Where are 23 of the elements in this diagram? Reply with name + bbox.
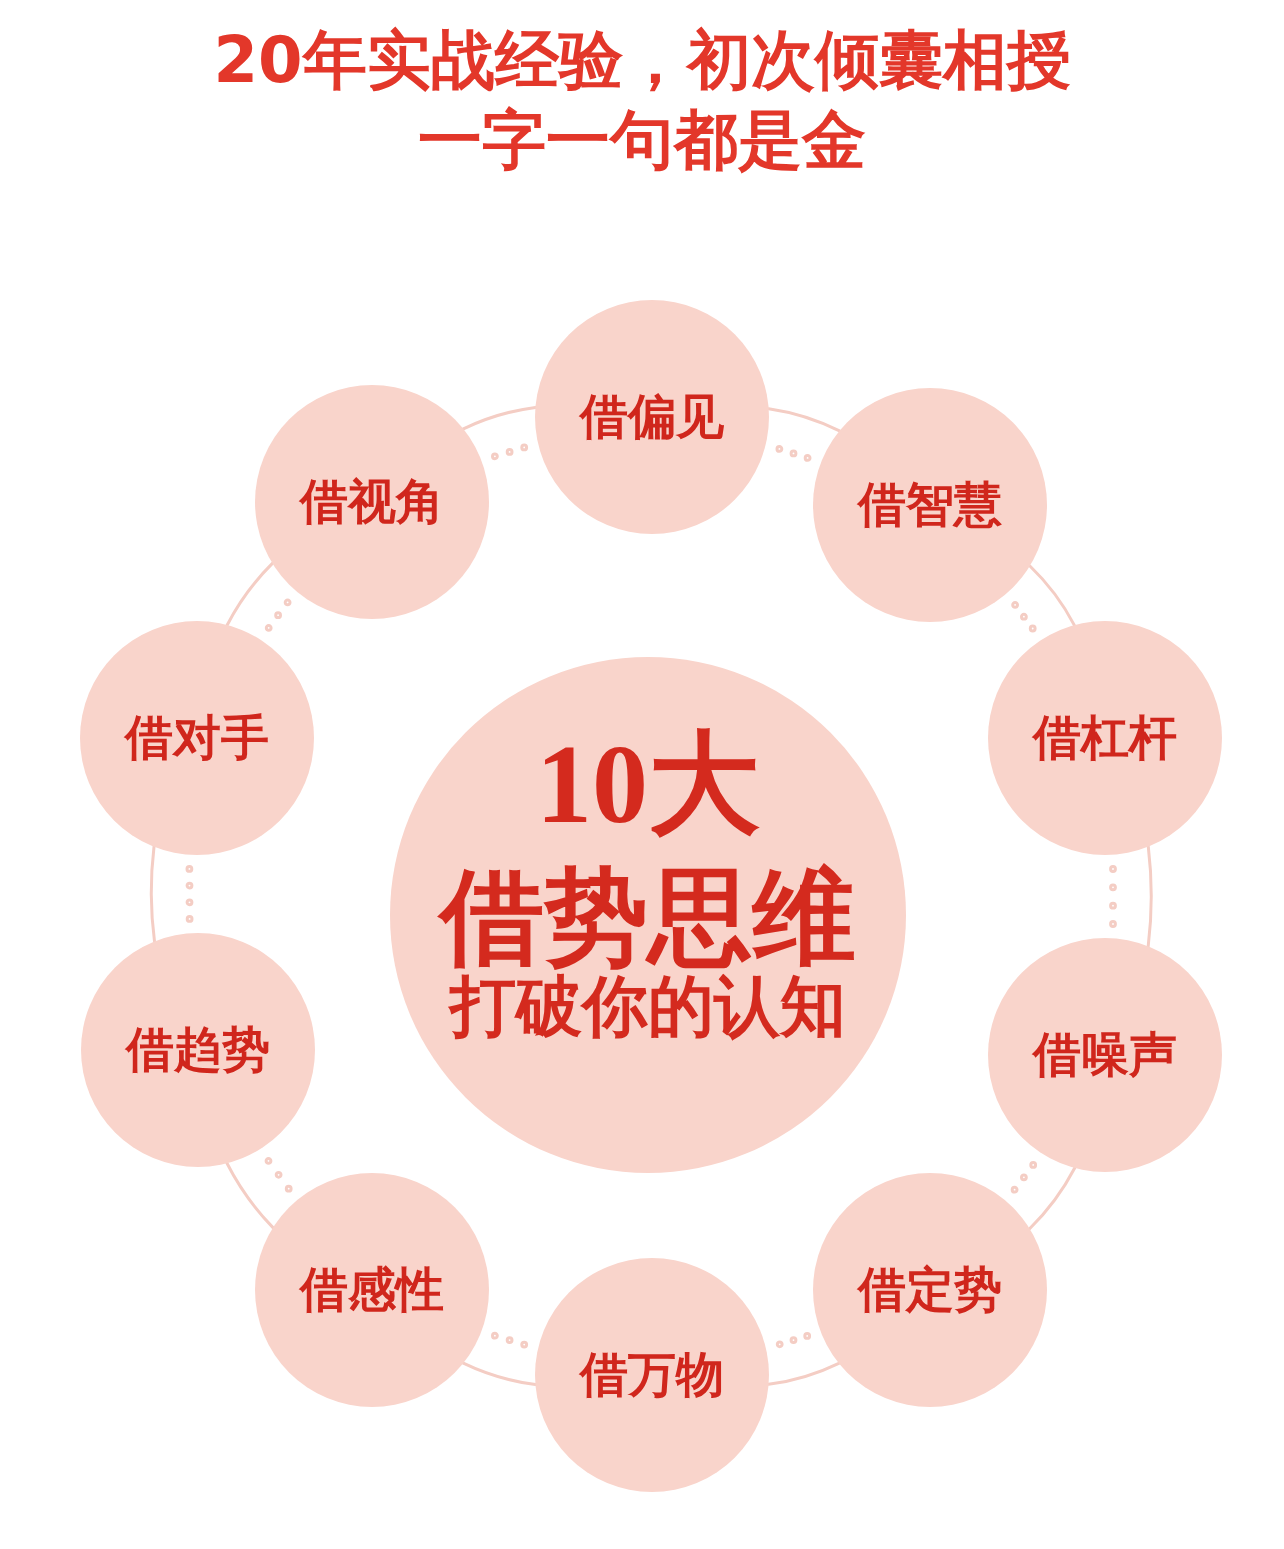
connector-line — [767, 1332, 841, 1386]
connector-line — [461, 1331, 537, 1387]
node-text: 借视角 — [300, 474, 444, 530]
heading-number: 10大 — [536, 728, 760, 840]
subheading-text: 打破你的认知 — [450, 974, 846, 1040]
node-text: 借感性 — [300, 1262, 444, 1318]
connector-line — [1010, 1161, 1077, 1231]
node-text: 借偏见 — [580, 389, 724, 445]
node-text: 借趋势 — [126, 1022, 270, 1078]
node-text: 借噪声 — [1033, 1027, 1177, 1083]
connector-line — [1011, 564, 1076, 633]
connector-line — [225, 561, 292, 632]
connector-line — [225, 1157, 293, 1230]
connector-line — [149, 845, 194, 943]
connector-line — [461, 405, 537, 461]
connector-line — [1109, 845, 1153, 948]
node-text: 借杠杆 — [1033, 710, 1177, 766]
connector-line — [767, 407, 841, 462]
title: 20年实战经验，初次倾囊相授一字一句都是金 — [212, 22, 1072, 179]
node-text: 借定势 — [858, 1262, 1002, 1318]
node-text: 借万物 — [580, 1347, 724, 1403]
node-text: 借对手 — [125, 710, 269, 766]
node-text: 借智慧 — [858, 477, 1002, 533]
